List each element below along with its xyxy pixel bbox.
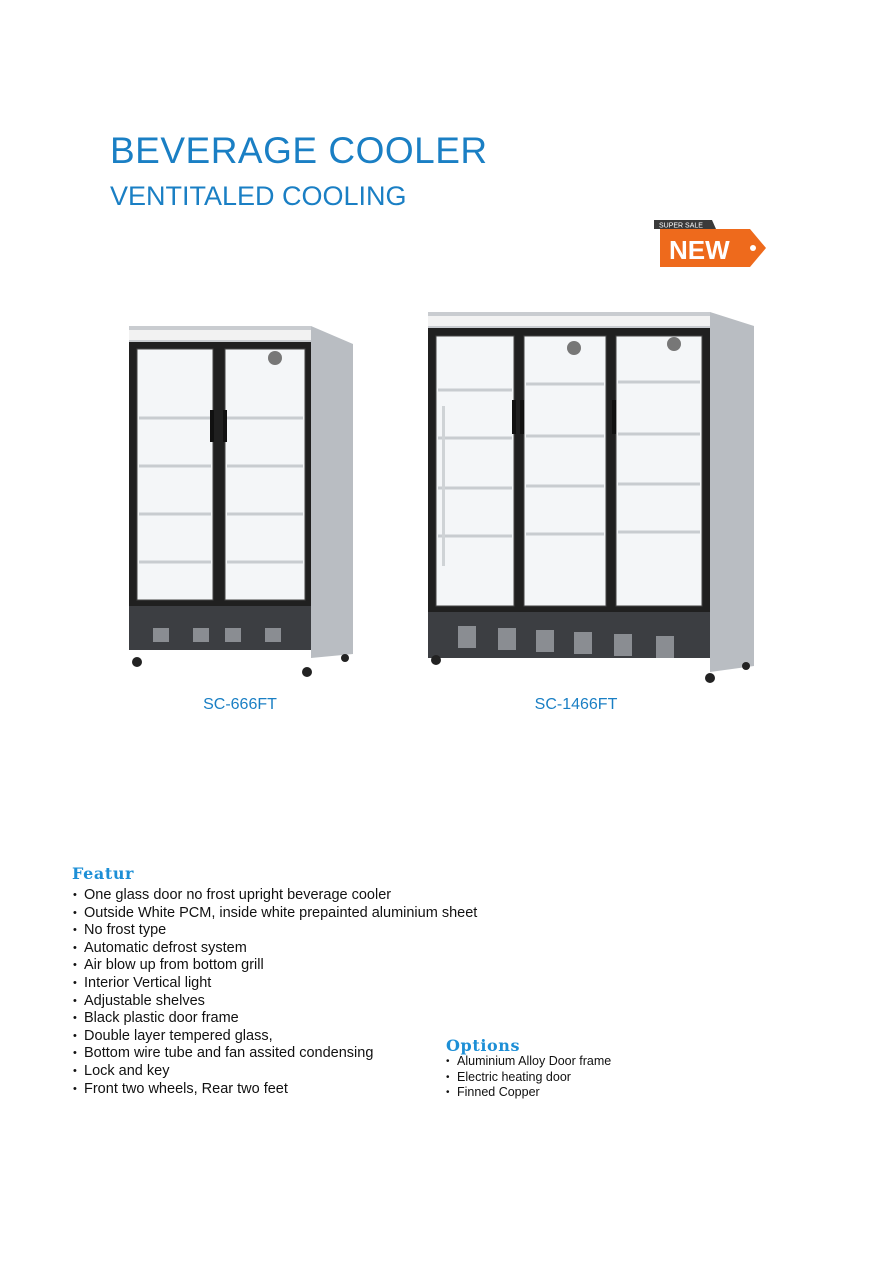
- model-label-sc-1466ft: SC-1466FT: [534, 696, 618, 713]
- badge-small-text: SUPER SALE: [659, 223, 703, 230]
- feature-item: Adjustable shelves: [73, 993, 477, 1011]
- feature-item: Front two wheels, Rear two feet: [73, 1081, 477, 1099]
- cooler-image-two-door: [129, 326, 353, 677]
- model-label-sc-666ft: SC-666FT: [203, 696, 277, 713]
- feature-item: Bottom wire tube and fan assited condens…: [73, 1045, 477, 1063]
- options-list: Aluminium Alloy Door frame Electric heat…: [446, 1054, 611, 1101]
- badge-hole: [750, 245, 756, 251]
- badge-tag: [660, 229, 766, 267]
- feature-item: Lock and key: [73, 1063, 477, 1081]
- badge-big-text: NEW: [669, 235, 730, 265]
- page-subtitle: VENTITALED COOLING: [110, 181, 407, 211]
- feature-item: No frost type: [73, 922, 477, 940]
- cooler-image-three-door: [428, 312, 754, 683]
- new-badge: SUPER SALE NEW: [654, 220, 766, 267]
- option-item: Aluminium Alloy Door frame: [446, 1054, 611, 1070]
- option-item: Finned Copper: [446, 1085, 611, 1101]
- feature-item: Outside White PCM, inside white prepaint…: [73, 905, 477, 923]
- option-item: Electric heating door: [446, 1070, 611, 1086]
- badge-ribbon: [654, 220, 716, 229]
- feature-item: Air blow up from bottom grill: [73, 957, 477, 975]
- feature-item: Double layer tempered glass,: [73, 1028, 477, 1046]
- page-title: BEVERAGE COOLER: [110, 130, 488, 171]
- feature-item: Automatic defrost system: [73, 940, 477, 958]
- feature-item: Interior Vertical light: [73, 975, 477, 993]
- features-title: Featur: [72, 864, 135, 883]
- options-title: Options: [446, 1036, 521, 1055]
- feature-item: One glass door no frost upright beverage…: [73, 887, 477, 905]
- feature-item: Black plastic door frame: [73, 1010, 477, 1028]
- features-list: One glass door no frost upright beverage…: [73, 887, 477, 1098]
